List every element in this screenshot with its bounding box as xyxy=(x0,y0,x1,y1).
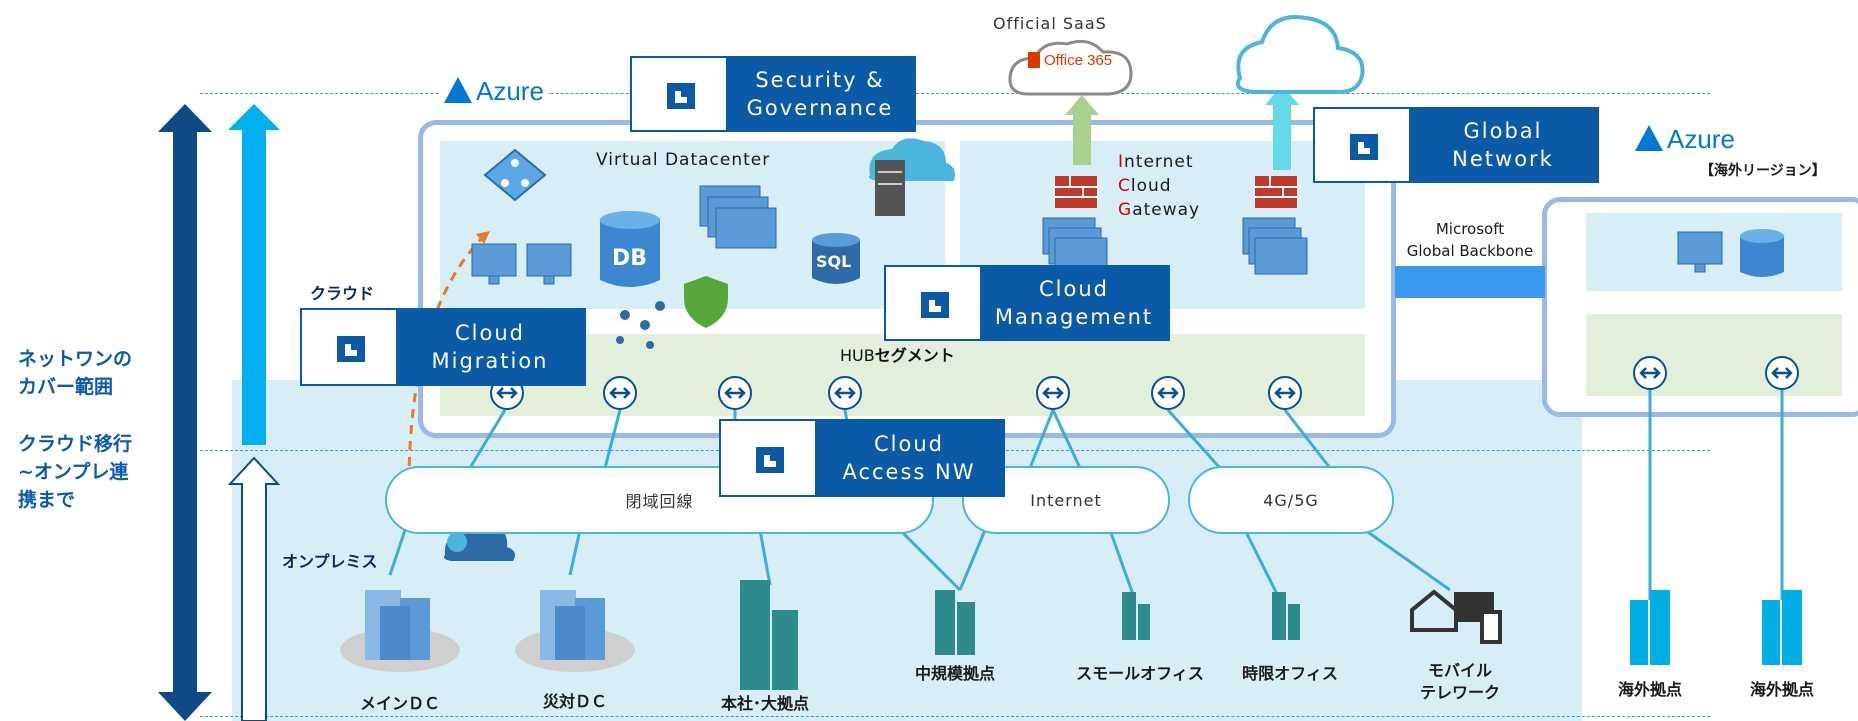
hub-gateway-icon-2 xyxy=(603,376,637,410)
hub-arrow-glyph xyxy=(1274,387,1296,399)
migration-scope-label: クラウド移行 ~オンプレ連 携まで xyxy=(18,433,133,511)
firewall-icon-2 xyxy=(1255,176,1297,208)
database-icon xyxy=(600,211,660,287)
site-label-temp-office: 時限オフィス xyxy=(1242,664,1338,683)
site-label-mid: 中規模拠点 xyxy=(914,664,995,683)
small-office-building-icon xyxy=(1122,592,1150,640)
hub-arrow-glyph xyxy=(1042,387,1064,399)
azure-overseas-label: Azure xyxy=(1635,124,1735,155)
hub-gateway-icon-4 xyxy=(828,376,862,410)
security-shield-icon xyxy=(684,276,728,328)
db-icon-label: DB xyxy=(612,246,648,271)
bottom-boundary-line xyxy=(200,716,1710,717)
netone-logo-icon xyxy=(302,310,396,384)
overseas-building-icon-2 xyxy=(1762,590,1802,665)
overseas-building-icon-1 xyxy=(1630,590,1670,665)
hub-arrow-glyph xyxy=(1157,387,1179,399)
hub-segment-label: HUBセグメント xyxy=(840,346,955,365)
azure-logo-icon xyxy=(1635,125,1663,151)
site-label-overseas-1: 海外拠点 xyxy=(1617,680,1682,699)
vm-stack-icon-3 xyxy=(699,185,777,249)
overseas-hub-panel xyxy=(1586,314,1842,396)
vm-monitor-icons xyxy=(471,243,572,285)
azure-policy-icon xyxy=(483,148,547,202)
hub-gateway-icon-9 xyxy=(1765,356,1799,390)
onprem-arrow-icon xyxy=(227,456,281,721)
virtual-network-icon xyxy=(616,301,665,349)
hub-gateway-icon-6 xyxy=(1151,376,1185,410)
firewall-icon-1 xyxy=(1055,176,1097,208)
hub-arrow-glyph xyxy=(834,387,856,399)
hub-arrow-glyph xyxy=(1771,367,1793,379)
server-cloud-icon xyxy=(869,138,955,216)
mobile-network-oval: 4G/5G xyxy=(1188,466,1394,534)
backup-dc-building-icon xyxy=(515,590,635,672)
hub-arrow-glyph xyxy=(1639,367,1661,379)
official-saas-label: Official SaaS xyxy=(993,14,1107,33)
hub-gateway-icon-7 xyxy=(1268,376,1302,410)
hub-arrow-glyph xyxy=(496,387,518,399)
internet-cloud-gateway-label: Internet Cloud Gateway xyxy=(1118,152,1201,220)
azure-boundary-line xyxy=(200,93,1710,94)
netone-logo-icon xyxy=(1315,109,1409,181)
main-dc-building-icon xyxy=(340,590,460,672)
cloud-migration-label: Cloud Migration xyxy=(396,310,584,384)
cloud-management-label: Cloud Management xyxy=(980,267,1168,339)
coverage-arrow-icon xyxy=(158,104,212,721)
temp-office-building-icon xyxy=(1272,592,1300,640)
security-governance-badge: Security & Governance xyxy=(630,56,916,132)
internet-cloud-icon xyxy=(1235,15,1365,94)
hub-gateway-icon-5 xyxy=(1036,376,1070,410)
netone-logo-icon xyxy=(721,421,815,495)
mobile-telework-icon xyxy=(1410,589,1502,644)
cloud-access-label: Cloud Access NW xyxy=(815,421,1003,495)
cloud-zone-label: クラウド xyxy=(310,284,375,303)
security-governance-label: Security & Governance xyxy=(726,58,914,130)
site-label-small-office: スモールオフィス xyxy=(1076,664,1204,683)
office-icon xyxy=(1028,52,1040,68)
hub-gateway-icon-8 xyxy=(1633,356,1667,390)
onprem-zone-label: オンプレミス xyxy=(282,552,378,571)
global-network-label: Global Network xyxy=(1409,109,1597,181)
global-backbone-label: Microsoft Global Backbone xyxy=(1406,220,1534,260)
vm-stack-icon-1 xyxy=(1042,217,1108,275)
cloud-migration-badge: Cloud Migration xyxy=(300,308,586,386)
global-network-badge: Global Network xyxy=(1313,107,1599,183)
overseas-vm-icon xyxy=(1677,231,1723,273)
netone-logo-icon xyxy=(632,58,726,130)
site-label-overseas-2: 海外拠点 xyxy=(1749,680,1814,699)
cloud-access-badge: Cloud Access NW xyxy=(719,419,1005,497)
hub-arrow-glyph xyxy=(724,387,746,399)
overseas-region-label: 【海外リージョン】 xyxy=(1700,163,1826,179)
cloud-management-badge: Cloud Management xyxy=(884,265,1170,341)
overseas-database-icon xyxy=(1740,229,1784,277)
coverage-label: ネットワンの カバー範囲 xyxy=(18,348,133,398)
virtual-datacenter-label: Virtual Datacenter xyxy=(596,150,771,170)
site-label-backup-dc: 災対ＤＣ xyxy=(542,692,607,711)
site-label-mobile: モバイル テレワーク xyxy=(1419,661,1500,702)
hub-arrow-glyph xyxy=(609,387,631,399)
hub-gateway-icon-3 xyxy=(718,376,752,410)
sql-database-icon xyxy=(812,233,860,284)
mid-site-building-icon xyxy=(935,590,975,655)
sql-icon-label: SQL xyxy=(816,252,852,271)
azure-logo-icon xyxy=(444,77,472,103)
netone-logo-icon xyxy=(886,267,980,339)
migration-arrow-icon xyxy=(228,104,280,445)
site-label-hq: 本社･大拠点 xyxy=(720,694,809,713)
site-label-main-dc: メインＤＣ xyxy=(359,694,440,713)
global-backbone-bar xyxy=(1395,266,1545,298)
azure-label: Azure xyxy=(440,76,548,107)
vm-stack-icon-2 xyxy=(1242,217,1308,275)
hq-building-icon xyxy=(740,580,798,690)
office365-label: Office 365 xyxy=(1028,52,1112,69)
hub-segment-panel xyxy=(440,334,1365,416)
